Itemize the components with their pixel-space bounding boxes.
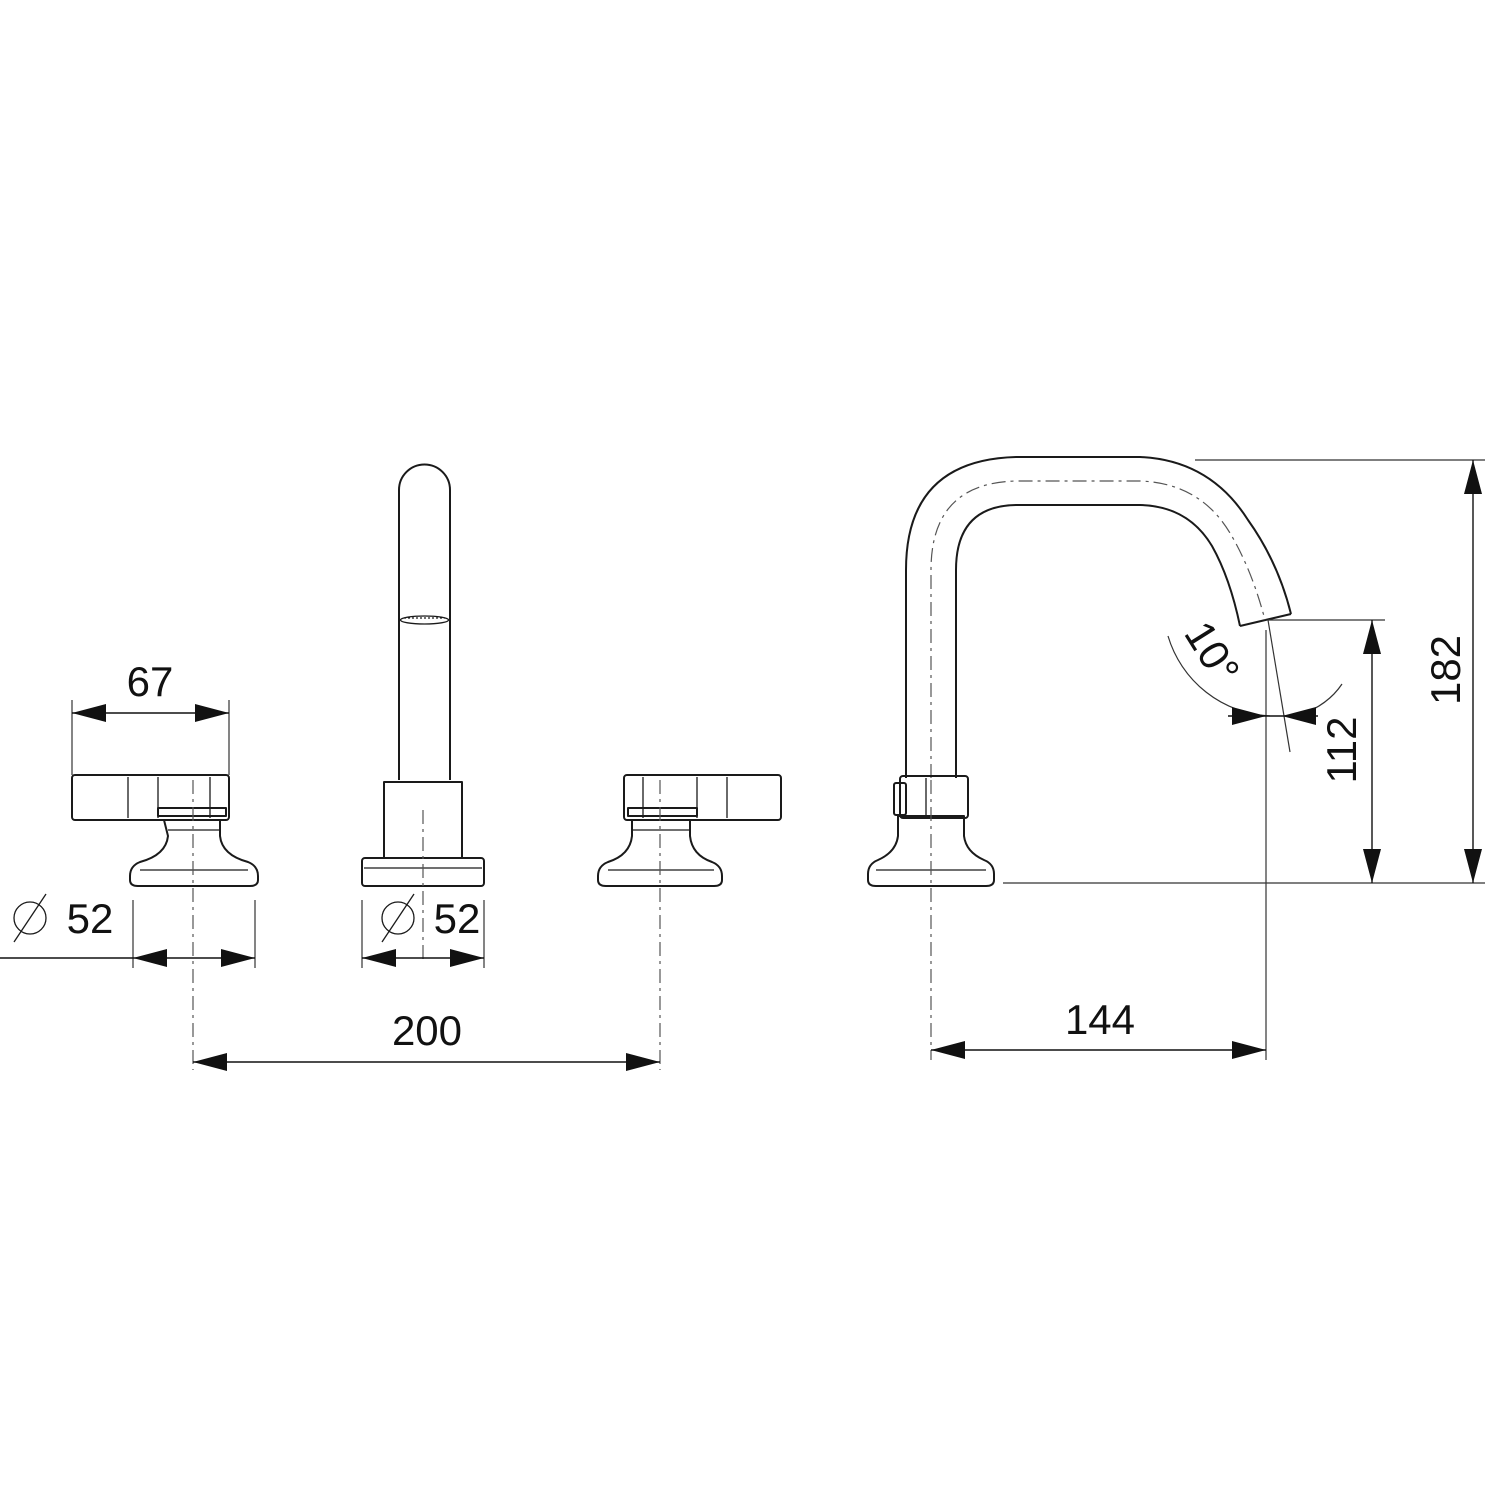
handle-spacing-label: 200 [392,1007,462,1054]
overall-height-label: 182 [1422,635,1469,705]
handle-base-diameter-label: 52 [67,895,114,942]
dimension-overall-height: 182 [1195,459,1485,883]
dimension-spout-base-diameter: 52 [361,893,485,968]
handle-length-label: 67 [127,658,174,705]
dimension-spout-reach: 144 [931,630,1267,1060]
dimension-handle-spacing: 200 [193,1007,660,1071]
left-handle-front-view [71,774,259,887]
dimension-handle-base-diameter: 52 [0,893,256,968]
spout-side-view [867,456,1292,887]
spout-base-diameter-label: 52 [434,895,481,942]
outlet-angle-label: 10° [1176,613,1250,692]
dimension-outlet-angle: 10° [1167,613,1343,753]
spout-reach-label: 144 [1065,996,1135,1043]
dimension-spout-outlet-height: 112 [1003,619,1485,884]
right-handle-front-view [597,774,782,887]
center-lines [192,780,932,1070]
dimension-handle-length: 67 [71,658,230,775]
spout-outlet-height-label: 112 [1318,717,1365,784]
